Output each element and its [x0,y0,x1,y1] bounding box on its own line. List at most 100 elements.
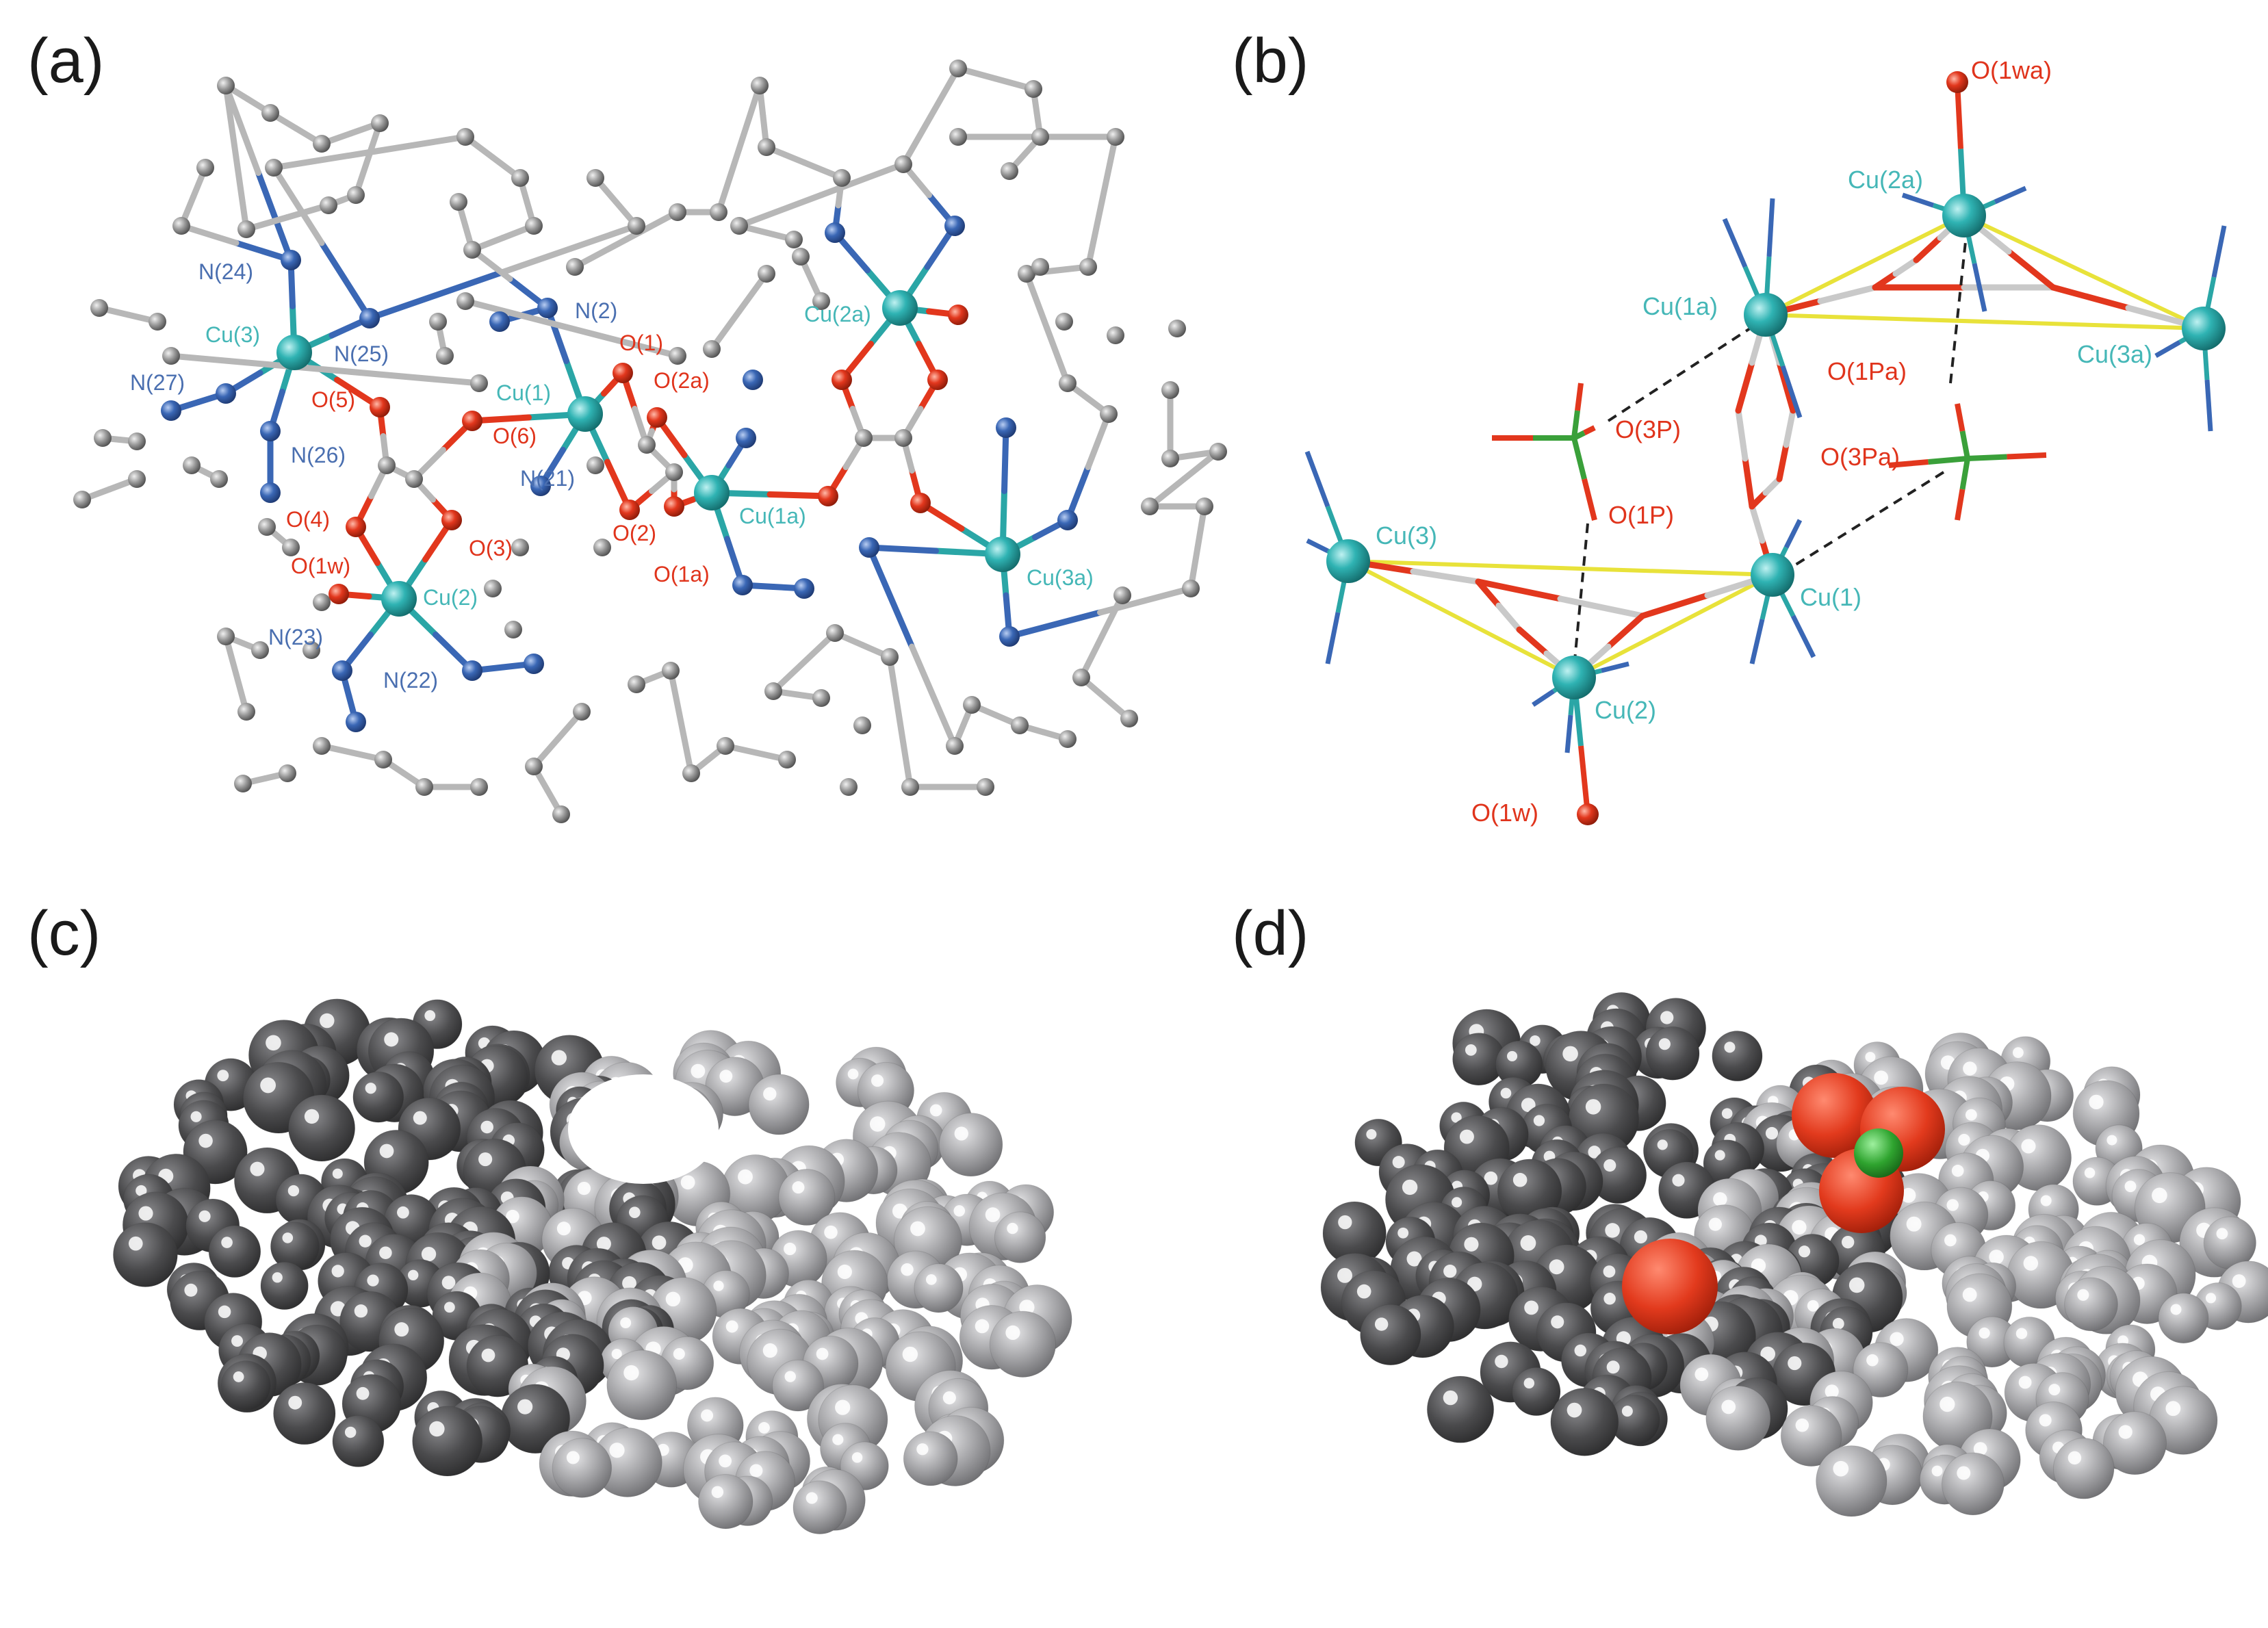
specular-highlight [835,1399,851,1415]
bond [900,113,934,168]
specular-highlight [784,1371,796,1382]
oxalate-bond [1783,407,1796,448]
carbon-atom [1107,128,1124,146]
specular-highlight [1713,1192,1727,1206]
nitrogen-atom [359,308,380,328]
dark-molecule-atom [1645,1026,1700,1081]
carbon-atom [1072,669,1090,686]
specular-highlight [902,1346,918,1362]
bond [1001,424,1009,494]
specular-highlight [673,1347,685,1360]
specular-highlight [1724,1042,1736,1053]
dark-molecule-atom [1512,1367,1561,1417]
specular-highlight [1523,1378,1535,1388]
perchlorate-bond [1583,425,1596,436]
nitrogen-atom [859,537,879,558]
light-molecule-atom [2158,1293,2209,1344]
carbon-atom [128,432,146,450]
carbon-atom [450,193,467,211]
label-o5: O(5) [311,387,355,412]
perchlorate-bond [1955,489,1966,521]
perchlorate-bond [1928,456,1968,465]
specular-highlight [444,1302,455,1313]
specular-highlight [367,1274,379,1287]
nitrogen-atom [794,578,814,599]
specular-highlight [272,1272,283,1283]
specular-highlight [954,1126,968,1141]
specular-highlight [869,1116,886,1132]
copper-atom [1942,194,1986,237]
specular-highlight [359,1235,372,1248]
nitrogen-atom [462,660,482,681]
label-o1w: O(1w) [291,554,350,578]
water-bond [1578,745,1590,815]
copper-atom [1326,539,1370,583]
carbon-atom [217,77,235,94]
label-n22: N(22) [383,668,438,693]
specular-highlight [2205,1293,2217,1304]
carbon-atom [128,470,146,488]
specular-highlight [287,1185,300,1197]
dark-molecule-atom [1712,1031,1763,1082]
specular-highlight [1657,1139,1668,1150]
label-cu3a: Cu(3a) [2077,340,2152,368]
specular-highlight [379,1144,394,1159]
carbon-atom [758,138,775,156]
label-n2: N(2) [575,298,617,323]
specular-highlight [250,1161,265,1176]
ligand-stub [1532,689,1555,707]
carbon-atom [1182,580,1200,597]
carbon-atom [894,429,912,447]
carbon-atom [682,764,700,782]
specular-highlight [832,1434,844,1445]
nitrogen-atom [732,575,753,595]
label-cu3: Cu(3) [1376,521,1437,550]
specular-highlight [1495,1354,1508,1369]
specular-highlight [260,1077,276,1094]
carbon-atom [778,751,796,768]
specular-highlight [1406,1251,1422,1267]
specular-highlight [1521,1098,1536,1113]
hydrogen-bond [1949,222,1969,384]
specular-highlight [480,1120,493,1134]
specular-highlight [128,1236,143,1251]
specular-highlight [320,1013,335,1029]
carbon-atom [504,621,522,638]
specular-highlight [1574,1344,1587,1357]
specular-highlight [816,1347,829,1360]
bond [1006,609,1103,640]
ligand-stub [1790,615,1816,658]
dark-molecule-atom [260,1261,309,1310]
dark-molecule-atom [332,1415,385,1468]
specular-highlight [304,1109,320,1124]
specular-highlight [711,1486,724,1499]
specular-highlight [2216,1228,2228,1240]
oxalate-bond [1495,602,1523,633]
carbon-atom [792,248,810,266]
specular-highlight [1865,1052,1876,1063]
specular-highlight [1603,1293,1616,1305]
oxygen-atom [370,397,390,417]
nitrogen-atom [944,216,965,236]
oxalate-bond [1557,595,1646,619]
label-o1wa: O(1wa) [1971,56,2052,84]
carbon-atom [730,217,748,235]
specular-highlight [1443,1264,1457,1278]
specular-highlight [1760,1346,1776,1362]
specular-highlight [1721,1108,1733,1119]
panel-a-labels: N(24)Cu(3)N(25)N(27)O(5)N(26)O(4)O(1w)N(… [130,259,1094,693]
specular-highlight [1965,1109,1977,1121]
specular-highlight [851,1452,863,1463]
bond [222,82,240,161]
specular-highlight [282,1232,294,1243]
label-cu1a: Cu(1a) [739,504,806,528]
specular-highlight [1007,1222,1018,1235]
label-cu2a: Cu(2a) [804,302,871,326]
carbon-atom [587,456,604,474]
label-o3p: O(3P) [1615,415,1681,443]
specular-highlight [1500,1087,1512,1099]
specular-highlight [1874,1070,1889,1085]
cu-cu-contact-line [1348,559,1773,577]
panel-d-space-filling-with-anion [1320,992,2268,1517]
specular-highlight [1464,1237,1479,1252]
